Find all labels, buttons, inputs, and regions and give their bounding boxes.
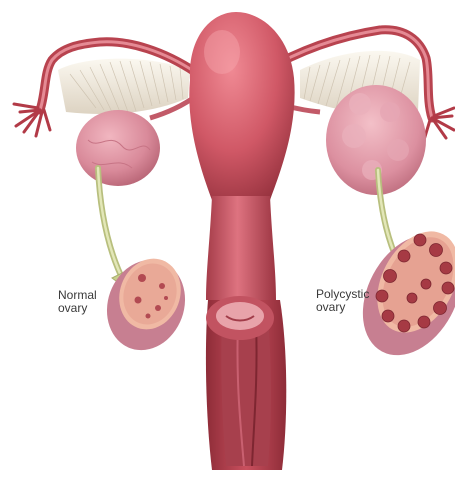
uterus-highlight xyxy=(204,30,240,74)
normal-ovary-section xyxy=(95,249,198,361)
normal-ovary xyxy=(76,110,160,186)
broad-ligament-left xyxy=(58,59,190,114)
fimbriae-left xyxy=(14,104,50,136)
cervical-os xyxy=(206,296,274,340)
polycystic-ovary-label-line2: ovary xyxy=(316,301,369,314)
normal-ovary-label: Normal ovary xyxy=(58,289,97,315)
normal-ovary-label-line2: ovary xyxy=(58,302,97,315)
polycystic-ovary-label: Polycystic ovary xyxy=(316,288,369,314)
uterus-body xyxy=(189,12,294,200)
cervix xyxy=(206,196,276,300)
